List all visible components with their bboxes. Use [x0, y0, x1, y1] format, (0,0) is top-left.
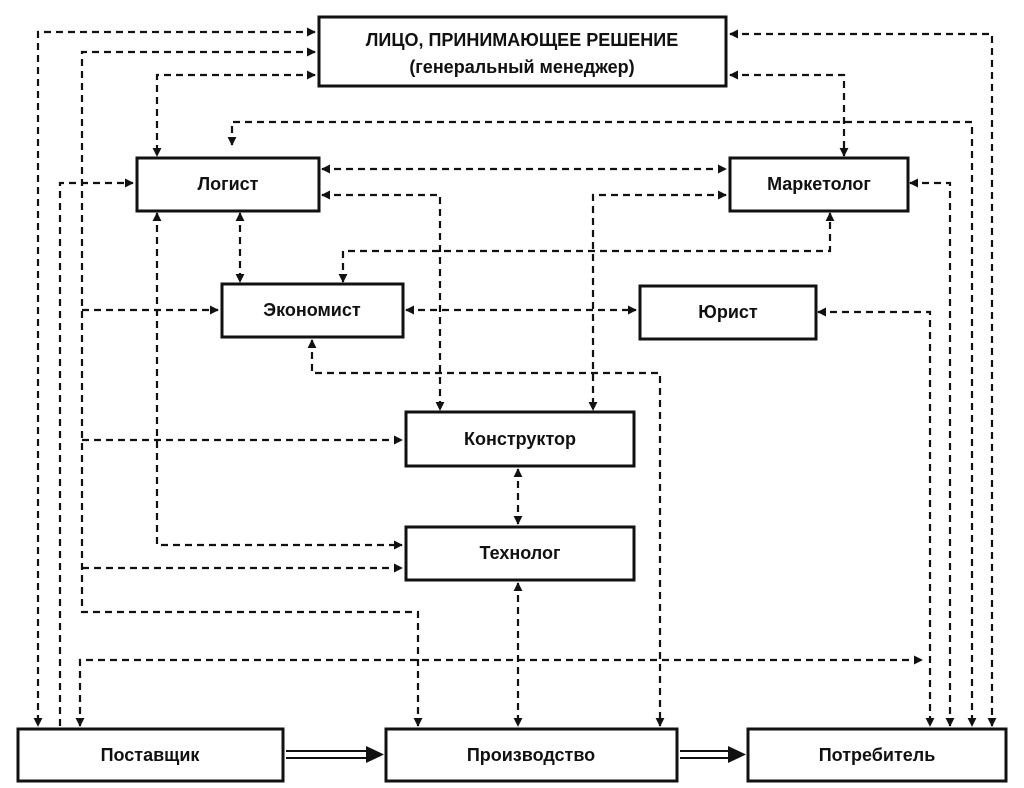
connector-marketer-designer — [588, 190, 727, 411]
connector-marketer-consumer — [909, 178, 955, 727]
technologist-label: Технолог — [480, 543, 561, 563]
node-designer: Конструктор — [404, 410, 636, 468]
node-economist: Экономист — [220, 282, 405, 339]
decision-maker-title: ЛИЦО, ПРИНИМАЮЩЕЕ РЕШЕНИЕ — [366, 30, 679, 50]
connector-logist-designer — [321, 190, 445, 411]
connector-logist-technologist — [152, 212, 403, 550]
connector-lawyer-consumer — [817, 307, 935, 727]
node-lawyer: Юрист — [638, 284, 818, 341]
flow-arrowhead — [728, 746, 746, 763]
connector-economist-marketer — [338, 212, 835, 283]
consumer-label: Потребитель — [819, 745, 936, 765]
economist-label: Экономист — [263, 300, 361, 320]
node-marketer: Маркетолог — [728, 156, 910, 213]
connector-gm-supplier — [33, 27, 316, 727]
connector-supplier-logist — [58, 178, 134, 726]
marketer-label: Маркетолог — [767, 174, 871, 194]
flow-production-consumer — [680, 746, 746, 763]
connectors — [33, 27, 997, 727]
material-flow — [286, 746, 746, 763]
designer-label: Конструктор — [464, 429, 576, 449]
logist-label: Логист — [197, 174, 258, 194]
connector-gm-consumer — [729, 29, 997, 727]
flow-arrowhead — [366, 746, 384, 763]
flow-supplier-production — [286, 746, 384, 763]
node-decision-maker: ЛИЦО, ПРИНИМАЮЩЕЕ РЕШЕНИЕ (генеральный м… — [317, 15, 728, 88]
lawyer-label: Юрист — [698, 302, 758, 322]
decision-maker-subtitle: (генеральный менеджер) — [409, 57, 634, 77]
connector-gm-logist — [152, 70, 316, 157]
node-logist: Логист — [135, 156, 321, 213]
production-label: Производство — [467, 745, 595, 765]
node-production: Производство — [384, 727, 679, 783]
supplier-label: Поставщик — [101, 745, 201, 765]
node-supplier: Поставщик — [16, 727, 285, 783]
connector-economist-production — [307, 339, 665, 727]
connector-gm-marketer — [729, 70, 849, 157]
node-consumer: Потребитель — [746, 727, 1008, 783]
node-technologist: Технолог — [404, 525, 636, 582]
connector-supplier-consumer — [75, 655, 923, 727]
connector-gm-production — [80, 47, 423, 727]
